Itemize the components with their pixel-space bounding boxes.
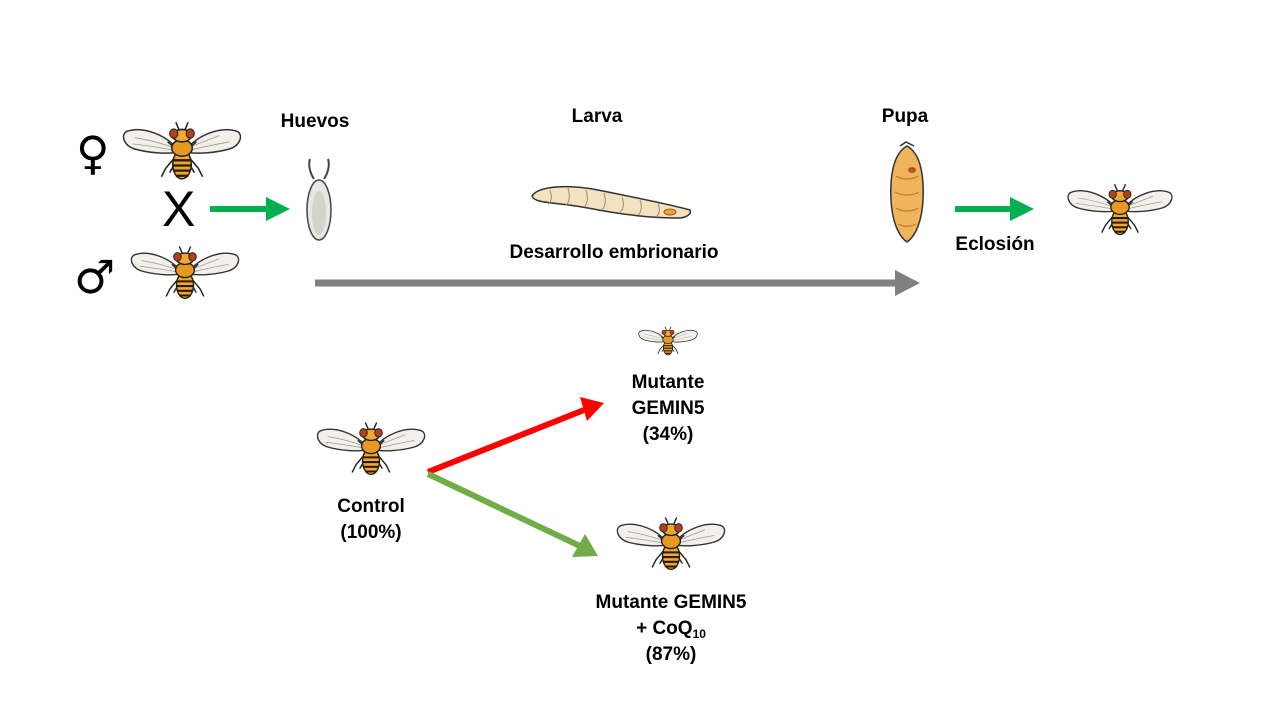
arrow-control-to-treated bbox=[426, 471, 598, 557]
control-percentage: (100%) bbox=[340, 522, 402, 543]
treated-line1: Mutante GEMIN5 bbox=[595, 592, 747, 613]
mutant-percentage: (34%) bbox=[642, 424, 694, 445]
pupa-label: Pupa bbox=[881, 106, 929, 127]
eclosion-label: Eclosión bbox=[955, 234, 1035, 255]
control-name: Control bbox=[337, 496, 405, 517]
mutant-line1: Mutante bbox=[631, 372, 705, 393]
arrow-control-to-mutant bbox=[426, 397, 604, 475]
egg-icon bbox=[306, 158, 332, 241]
male-symbol: ♂ bbox=[74, 250, 116, 304]
larva-icon bbox=[531, 185, 692, 219]
mutant-group-label: Mutante GEMIN5 (34%) bbox=[596, 370, 740, 448]
eggs-label: Huevos bbox=[280, 111, 350, 132]
pupa-icon bbox=[890, 141, 924, 243]
treated-line2: + CoQ10 bbox=[566, 616, 776, 642]
treated-line2-prefix: + CoQ bbox=[636, 618, 693, 639]
treated-line2-subscript: 10 bbox=[692, 627, 706, 641]
cross-symbol: X bbox=[162, 181, 196, 237]
female-symbol: ♀ bbox=[76, 126, 110, 180]
treated-percentage: (87%) bbox=[645, 644, 697, 665]
development-label: Desarrollo embrionario bbox=[509, 242, 719, 263]
larva-label: Larva bbox=[571, 106, 623, 127]
arrow-cross-to-eggs bbox=[210, 197, 290, 221]
arrow-development bbox=[315, 270, 920, 296]
control-group-label: Control (100%) bbox=[311, 494, 431, 546]
treated-group-label: Mutante GEMIN5 + CoQ10 (87%) bbox=[566, 590, 776, 668]
arrow-pupa-to-adult bbox=[955, 197, 1034, 221]
mutant-line2: GEMIN5 bbox=[631, 398, 705, 419]
